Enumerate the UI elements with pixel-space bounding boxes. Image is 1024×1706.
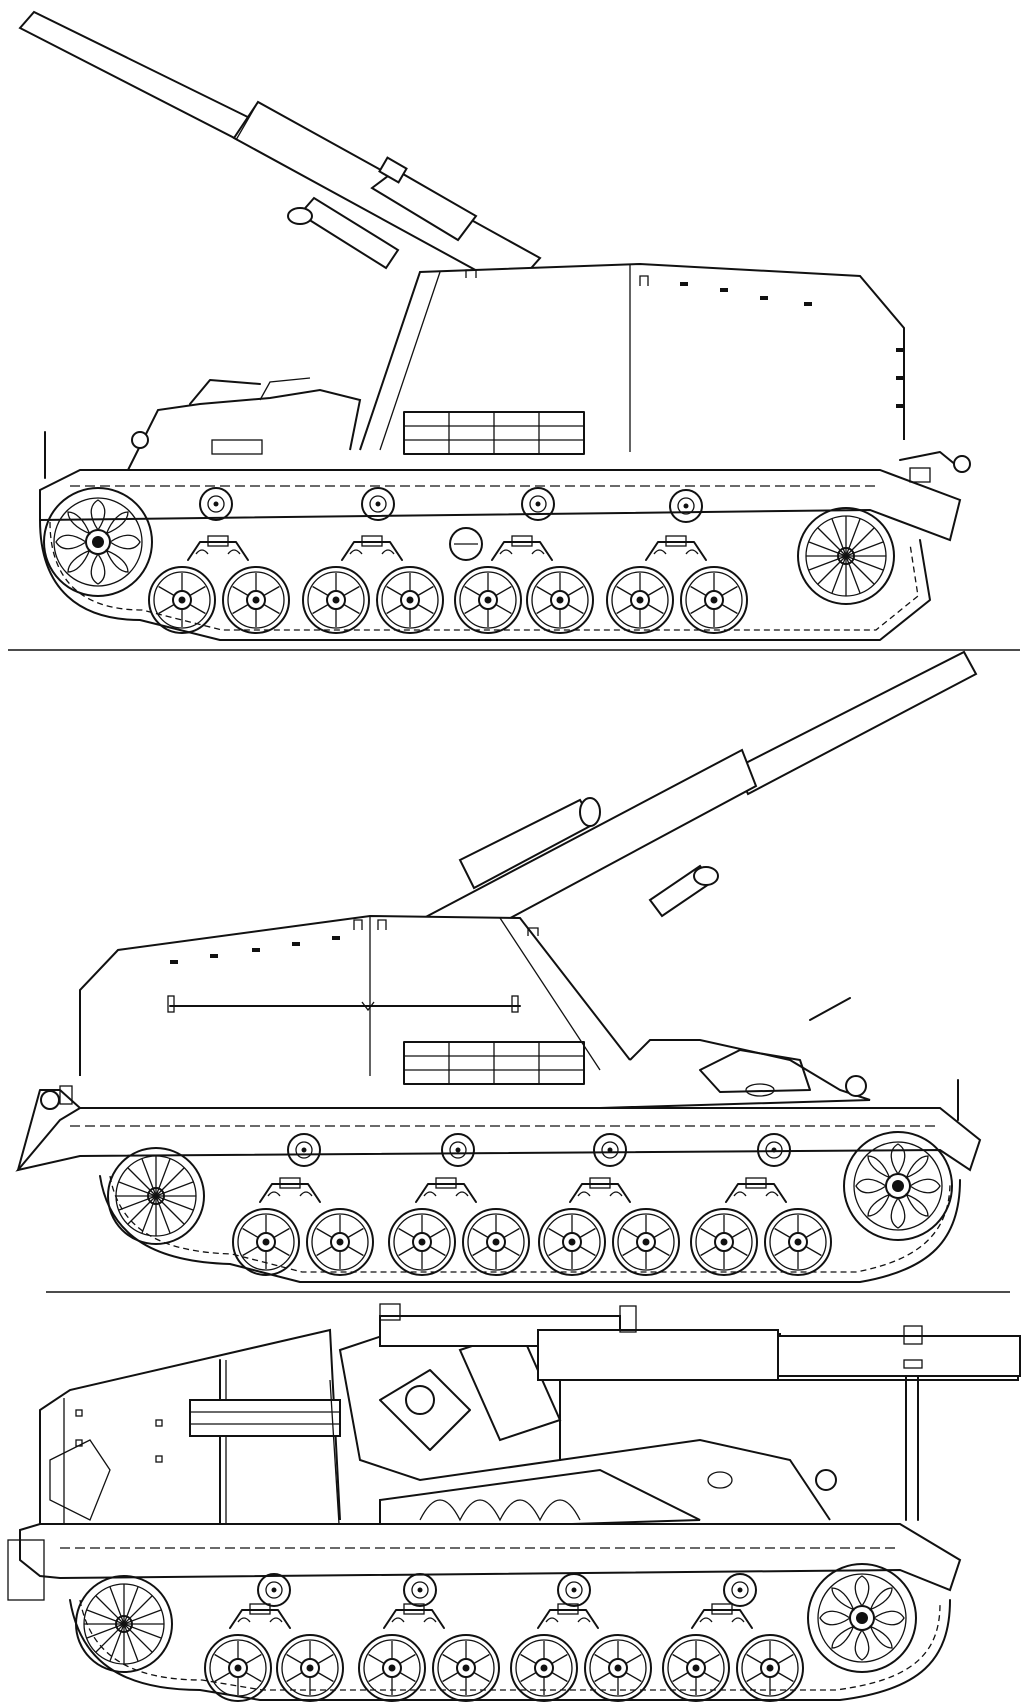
idler-wheel xyxy=(797,507,895,605)
gun-mount xyxy=(189,1328,701,1541)
front-glacis xyxy=(44,377,362,479)
view-left-side xyxy=(8,10,1020,651)
view-right-side xyxy=(15,650,1010,1293)
track-run xyxy=(69,1599,951,1701)
return-rollers xyxy=(257,1573,757,1607)
front-glacis xyxy=(599,997,959,1121)
road-wheels xyxy=(148,566,748,634)
howitzer-barrel xyxy=(18,10,542,292)
track-run xyxy=(39,485,931,641)
idler-wheel xyxy=(107,1147,205,1245)
casemate xyxy=(359,262,905,452)
idler-wheel xyxy=(75,1575,173,1673)
drive-sprocket xyxy=(807,1563,917,1673)
hull-lower xyxy=(7,1523,962,1601)
howitzer-barrel xyxy=(379,1303,1021,1521)
road-wheels xyxy=(204,1634,804,1702)
view-cutaway-side xyxy=(7,1303,1021,1702)
casemate xyxy=(79,914,631,1076)
hull-lower xyxy=(15,1085,982,1172)
bogies xyxy=(259,1177,787,1203)
front-glacis xyxy=(559,1438,837,1521)
hull-lower xyxy=(39,451,971,561)
road-wheels xyxy=(232,1208,832,1276)
track-run xyxy=(99,1175,961,1283)
bogies xyxy=(229,1603,753,1629)
howitzer-barrel xyxy=(418,650,978,960)
bogies xyxy=(187,535,707,561)
